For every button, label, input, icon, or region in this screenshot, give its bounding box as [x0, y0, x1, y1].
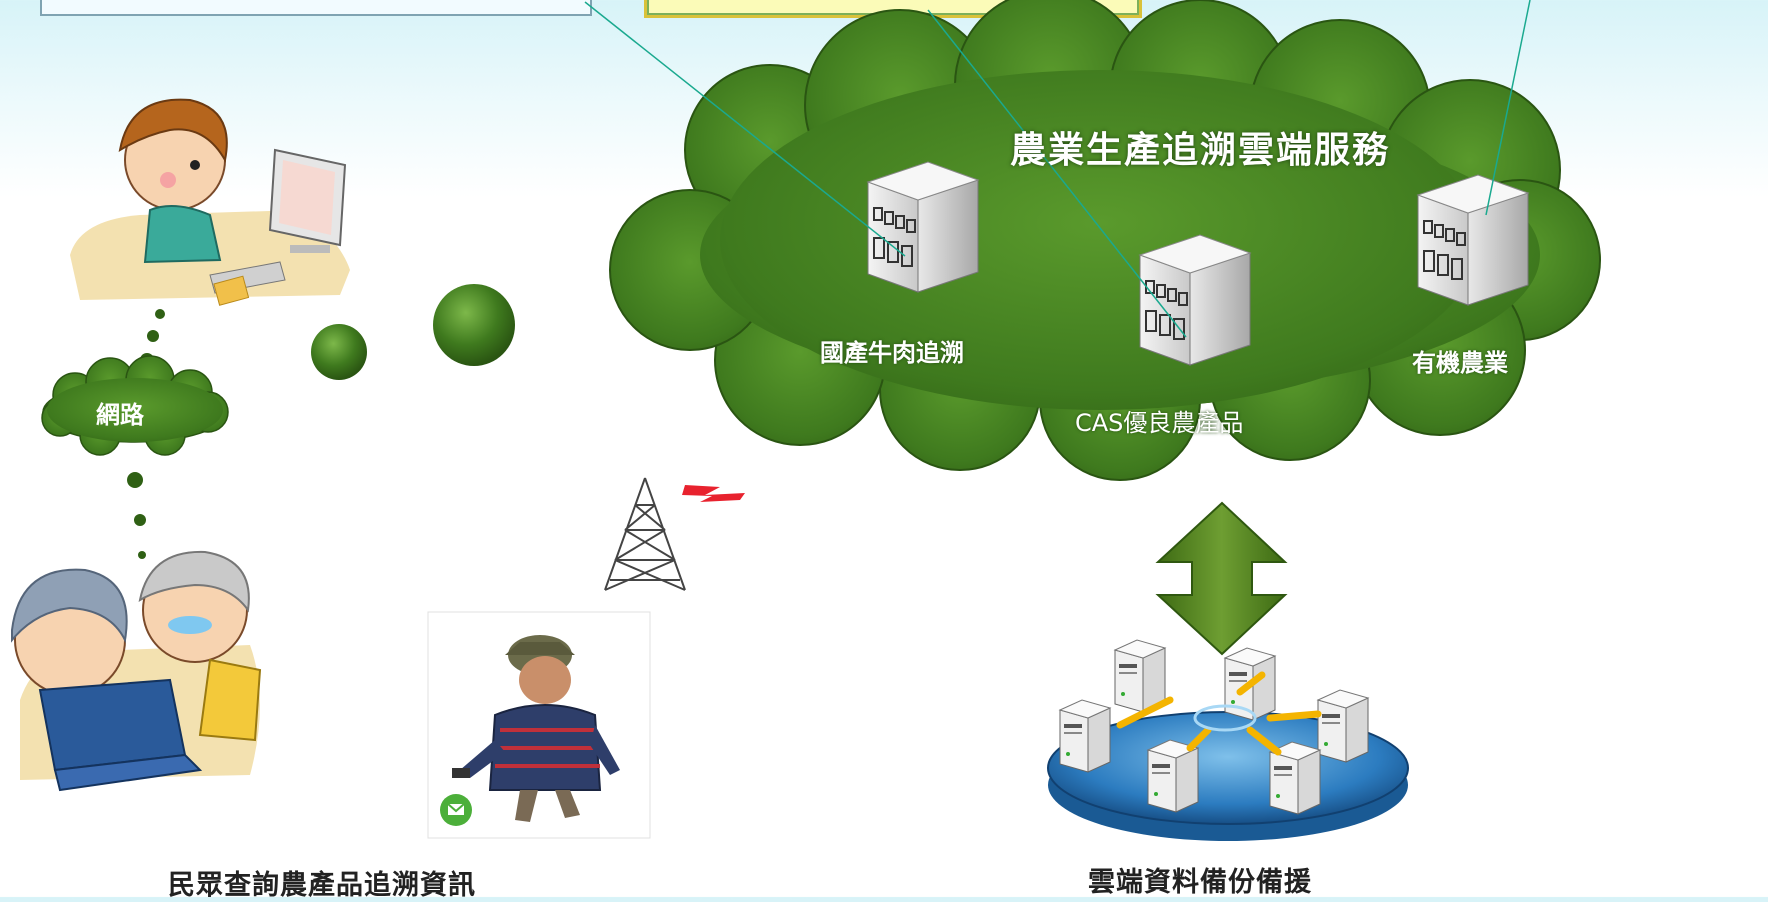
network-cloud-label: 網路 [96, 401, 144, 429]
lightning-signal-icon [682, 485, 745, 502]
organic-building-icon [1417, 174, 1529, 306]
farmer-with-phone-photo [427, 611, 651, 839]
backup-datacenter-icon [1047, 639, 1409, 841]
network-cloud [41, 355, 229, 456]
beef-building-icon [867, 161, 979, 293]
person-at-computer-illustration [70, 98, 350, 306]
elderly-couple-illustration [11, 550, 262, 792]
caption-public-query: 民眾查詢農產品追溯資訊 [168, 870, 476, 901]
service-label-beef: 國產牛肉追溯 [820, 339, 964, 367]
caption-cloud-backup: 雲端資料備份備援 [1088, 867, 1312, 898]
callout-lines [584, 0, 1531, 338]
cloud-title: 農業生產追溯雲端服務 [1010, 130, 1391, 171]
network-dots [127, 309, 165, 559]
service-cloud [609, 0, 1601, 481]
sync-double-arrow [1155, 501, 1288, 656]
cell-tower-icon [604, 477, 686, 591]
service-label-organic: 有機農業 [1412, 349, 1508, 377]
callout-box-beef [40, 0, 592, 16]
service-label-cas: CAS優良農產品 [1075, 409, 1244, 437]
thought-bubble-small [311, 324, 367, 380]
thought-bubble-large [433, 284, 515, 366]
